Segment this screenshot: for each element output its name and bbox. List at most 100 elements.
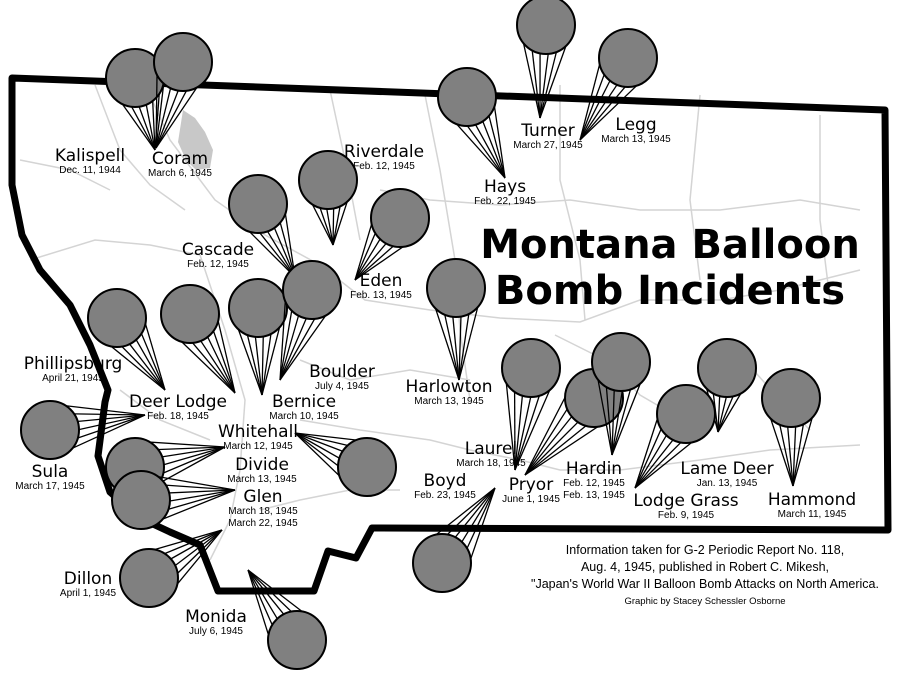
place-name: Turner — [521, 121, 575, 141]
incident-date: March 27, 1945 — [513, 140, 583, 151]
place-name: Cascade — [181, 240, 255, 260]
balloon-icon-harlowton — [426, 258, 486, 381]
balloon-icon-coram — [153, 32, 213, 149]
balloon-icon-legg — [579, 28, 658, 141]
balloon-icon-hammond — [761, 368, 821, 487]
incident-date: Jan. 13, 1945 — [696, 478, 758, 489]
incident-date: Feb. 13, 1945 — [563, 490, 625, 501]
balloon-icon-boulder — [279, 260, 342, 381]
place-name: Hammond — [767, 490, 857, 510]
place-name: Pryor — [508, 475, 554, 495]
incident-date: Feb. 12, 1945 — [187, 259, 249, 270]
balloon-icon-dillon — [119, 529, 223, 608]
source-line-2: Aug. 4, 1945, published in Robert C. Mik… — [580, 560, 830, 574]
balloon-icon-monida — [247, 569, 327, 670]
balloon-icon-turner — [516, 0, 576, 119]
flathead-lake — [178, 110, 213, 170]
place-name: Hardin — [565, 459, 623, 479]
place-name: Sula — [31, 462, 69, 482]
place-name: Lame Deer — [680, 459, 774, 479]
incident-date: April 21, 1945 — [42, 373, 104, 384]
source-line-1: Information taken for G-2 Periodic Repor… — [565, 543, 845, 557]
incident-date: Feb. 12, 1945 — [563, 478, 625, 489]
map-title-line2: Bomb Incidents — [494, 268, 846, 314]
incident-date: March 13, 1945 — [227, 474, 297, 485]
incident-date: March 13, 1945 — [601, 134, 671, 145]
incident-date: March 18, 1945 — [228, 506, 298, 517]
incident-date: Feb. 22, 1945 — [474, 196, 536, 207]
balloon-icon-riverdale — [298, 150, 358, 246]
incident-date: March 12, 1945 — [223, 441, 293, 452]
place-name: Whitehall — [217, 422, 299, 442]
balloon-icon-hays — [437, 67, 506, 179]
incident-date: March 17, 1945 — [15, 481, 85, 492]
place-name: Eden — [359, 271, 403, 291]
incident-date: July 4, 1945 — [315, 381, 369, 392]
source-line-3: "Japan's World War II Balloon Bomb Attac… — [531, 577, 879, 591]
place-name: Kalispell — [54, 146, 126, 166]
place-name: Hays — [483, 177, 527, 197]
incident-date: Dec. 11, 1944 — [59, 165, 121, 176]
incident-date: March 18, 1945 — [456, 458, 526, 469]
place-name: Boulder — [309, 362, 375, 382]
place-name: Coram — [151, 149, 209, 169]
incident-date: Feb. 23, 1945 — [414, 490, 476, 501]
incident-date: Feb. 9, 1945 — [657, 510, 715, 521]
balloon-icon-lame-deer — [697, 338, 757, 433]
balloon-icon-lodge-grass — [634, 384, 716, 489]
place-name: Divide — [235, 455, 289, 475]
balloon-icon-whitehall — [294, 432, 397, 497]
place-name: Phillipsburg — [23, 354, 123, 374]
balloon-icon-sula — [20, 400, 146, 460]
place-name: Lodge Grass — [633, 491, 739, 511]
balloon-icon-cascade — [228, 174, 296, 278]
place-name: Glen — [243, 487, 283, 507]
incident-date: March 10, 1945 — [269, 411, 339, 422]
place-name: Laurel — [464, 439, 518, 459]
incident-date: March 13, 1945 — [414, 396, 484, 407]
incident-date: March 6, 1945 — [148, 168, 212, 179]
balloon-icon-phillipsburg — [87, 288, 166, 391]
balloon-icon-eden — [354, 188, 430, 281]
place-name: Deer Lodge — [128, 392, 228, 412]
place-name: Dillon — [63, 569, 113, 589]
incident-date: June 1, 1945 — [502, 494, 560, 505]
incident-date: Feb. 18, 1945 — [147, 411, 209, 422]
map-title: Montana Balloon Bomb Incidents — [480, 222, 860, 314]
incident-date: Feb. 12, 1945 — [353, 161, 415, 172]
incident-date: March 22, 1945 — [228, 518, 298, 529]
place-name: Boyd — [423, 471, 467, 491]
balloon-icon-deer-lodge — [160, 284, 236, 394]
incident-date: March 11, 1945 — [777, 509, 847, 520]
place-name: Legg — [615, 115, 657, 135]
balloon-icon-boyd — [412, 487, 496, 593]
incident-date: July 6, 1945 — [189, 626, 243, 637]
incident-date: April 1, 1945 — [59, 588, 117, 599]
place-name: Bernice — [271, 392, 337, 412]
